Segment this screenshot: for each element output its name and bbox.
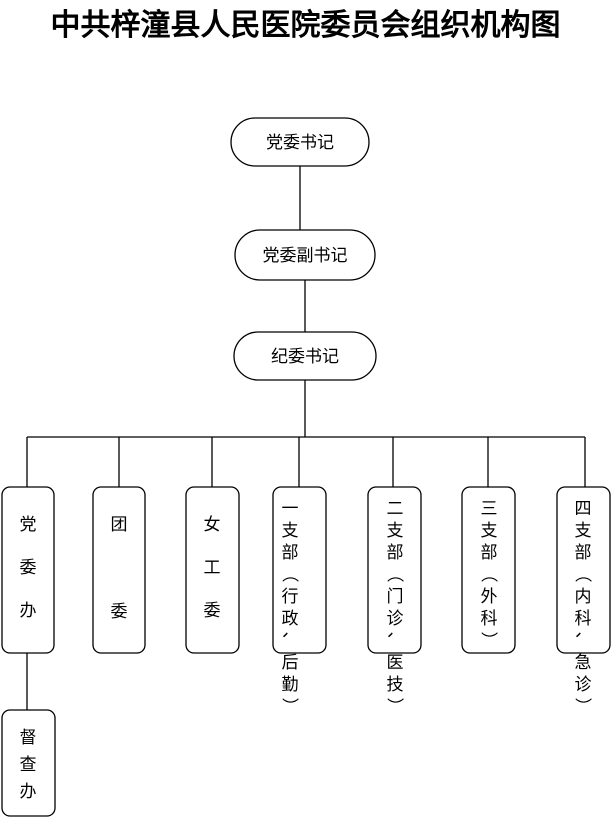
label-women-committee: 女工委 <box>204 515 221 621</box>
svg-text:门: 门 <box>387 587 404 607</box>
svg-text:科: 科 <box>575 609 592 629</box>
label-branch-3: 三支部 （ 外科 ） <box>478 499 498 649</box>
node-labels: 党委书记党委副书记纪委书记党委办团委女工委一支部（行政、后勤）二支部（门诊、医技… <box>20 133 593 802</box>
label-branch-1: 一支部 （ 行政、后勤 ） <box>279 499 299 715</box>
svg-text:党: 党 <box>20 515 37 535</box>
svg-text:医: 医 <box>387 653 404 673</box>
node-women-committee <box>185 486 240 654</box>
svg-text:工: 工 <box>204 558 221 578</box>
svg-text:、: 、 <box>279 632 299 649</box>
svg-text:（: （ <box>572 566 592 583</box>
svg-text:（: （ <box>478 566 498 583</box>
svg-text:支: 支 <box>481 521 498 541</box>
svg-text:三: 三 <box>481 499 498 519</box>
label-branch-2: 二支部 （ 门诊、医技 ） <box>384 499 404 715</box>
svg-text:后: 后 <box>282 653 299 673</box>
connector-lines <box>26 166 586 710</box>
svg-text:技: 技 <box>387 675 404 695</box>
svg-text:查: 查 <box>20 755 37 775</box>
svg-text:支: 支 <box>282 521 299 541</box>
node-branch-1 <box>272 486 327 654</box>
svg-text:部: 部 <box>481 543 498 563</box>
svg-text:内: 内 <box>575 587 592 607</box>
label-discipline-secretary: 纪委书记 <box>271 347 339 367</box>
label-deputy-secretary: 党委副书记 <box>263 246 348 266</box>
node-youth-league <box>92 486 146 654</box>
page-title: 中共梓潼县人民医院委员会组织机构图 <box>50 8 561 43</box>
svg-text:部: 部 <box>282 543 299 563</box>
svg-text:）: ） <box>384 698 404 715</box>
svg-text:部: 部 <box>575 543 592 563</box>
label-party-office: 党委办 <box>20 515 37 621</box>
svg-text:（: （ <box>279 566 299 583</box>
svg-text:外: 外 <box>481 587 498 607</box>
svg-text:支: 支 <box>575 521 592 541</box>
node-branch-2 <box>367 486 422 654</box>
svg-text:四: 四 <box>575 499 592 519</box>
svg-text:勤: 勤 <box>282 675 299 695</box>
svg-text:政: 政 <box>282 609 299 629</box>
node-branch-3 <box>461 486 516 654</box>
label-secretary: 党委书记 <box>266 133 334 153</box>
svg-text:委: 委 <box>20 558 37 578</box>
node-party-office <box>1 486 55 654</box>
label-branch-4: 四支部 （ 内科、急诊 ） <box>572 499 592 715</box>
node-secretary <box>230 117 370 167</box>
node-boxes <box>1 117 611 817</box>
svg-text:、: 、 <box>384 632 404 649</box>
svg-text:督: 督 <box>20 728 37 748</box>
svg-text:）: ） <box>478 632 498 649</box>
node-inspection-office <box>1 709 56 817</box>
svg-text:）: ） <box>572 698 592 715</box>
node-deputy-secretary <box>234 229 376 281</box>
svg-text:行: 行 <box>282 587 299 607</box>
svg-text:急: 急 <box>575 653 592 673</box>
svg-text:团: 团 <box>111 515 128 535</box>
svg-text:女: 女 <box>204 515 221 535</box>
svg-text:诊: 诊 <box>575 675 592 695</box>
svg-text:委: 委 <box>204 601 221 621</box>
svg-text:办: 办 <box>20 601 37 621</box>
svg-text:委: 委 <box>111 602 128 622</box>
label-inspection-office: 督查办 <box>20 728 37 802</box>
svg-text:办: 办 <box>20 782 37 802</box>
svg-text:科: 科 <box>481 609 498 629</box>
svg-text:诊: 诊 <box>387 609 404 629</box>
label-youth-league: 团委 <box>111 515 128 622</box>
svg-text:二: 二 <box>387 499 404 519</box>
svg-text:）: ） <box>279 698 299 715</box>
svg-text:支: 支 <box>387 521 404 541</box>
svg-text:一: 一 <box>282 499 299 519</box>
node-branch-4 <box>556 486 611 654</box>
node-discipline-secretary <box>233 331 377 381</box>
svg-text:（: （ <box>384 566 404 583</box>
svg-text:部: 部 <box>387 543 404 563</box>
svg-text:、: 、 <box>572 632 592 649</box>
